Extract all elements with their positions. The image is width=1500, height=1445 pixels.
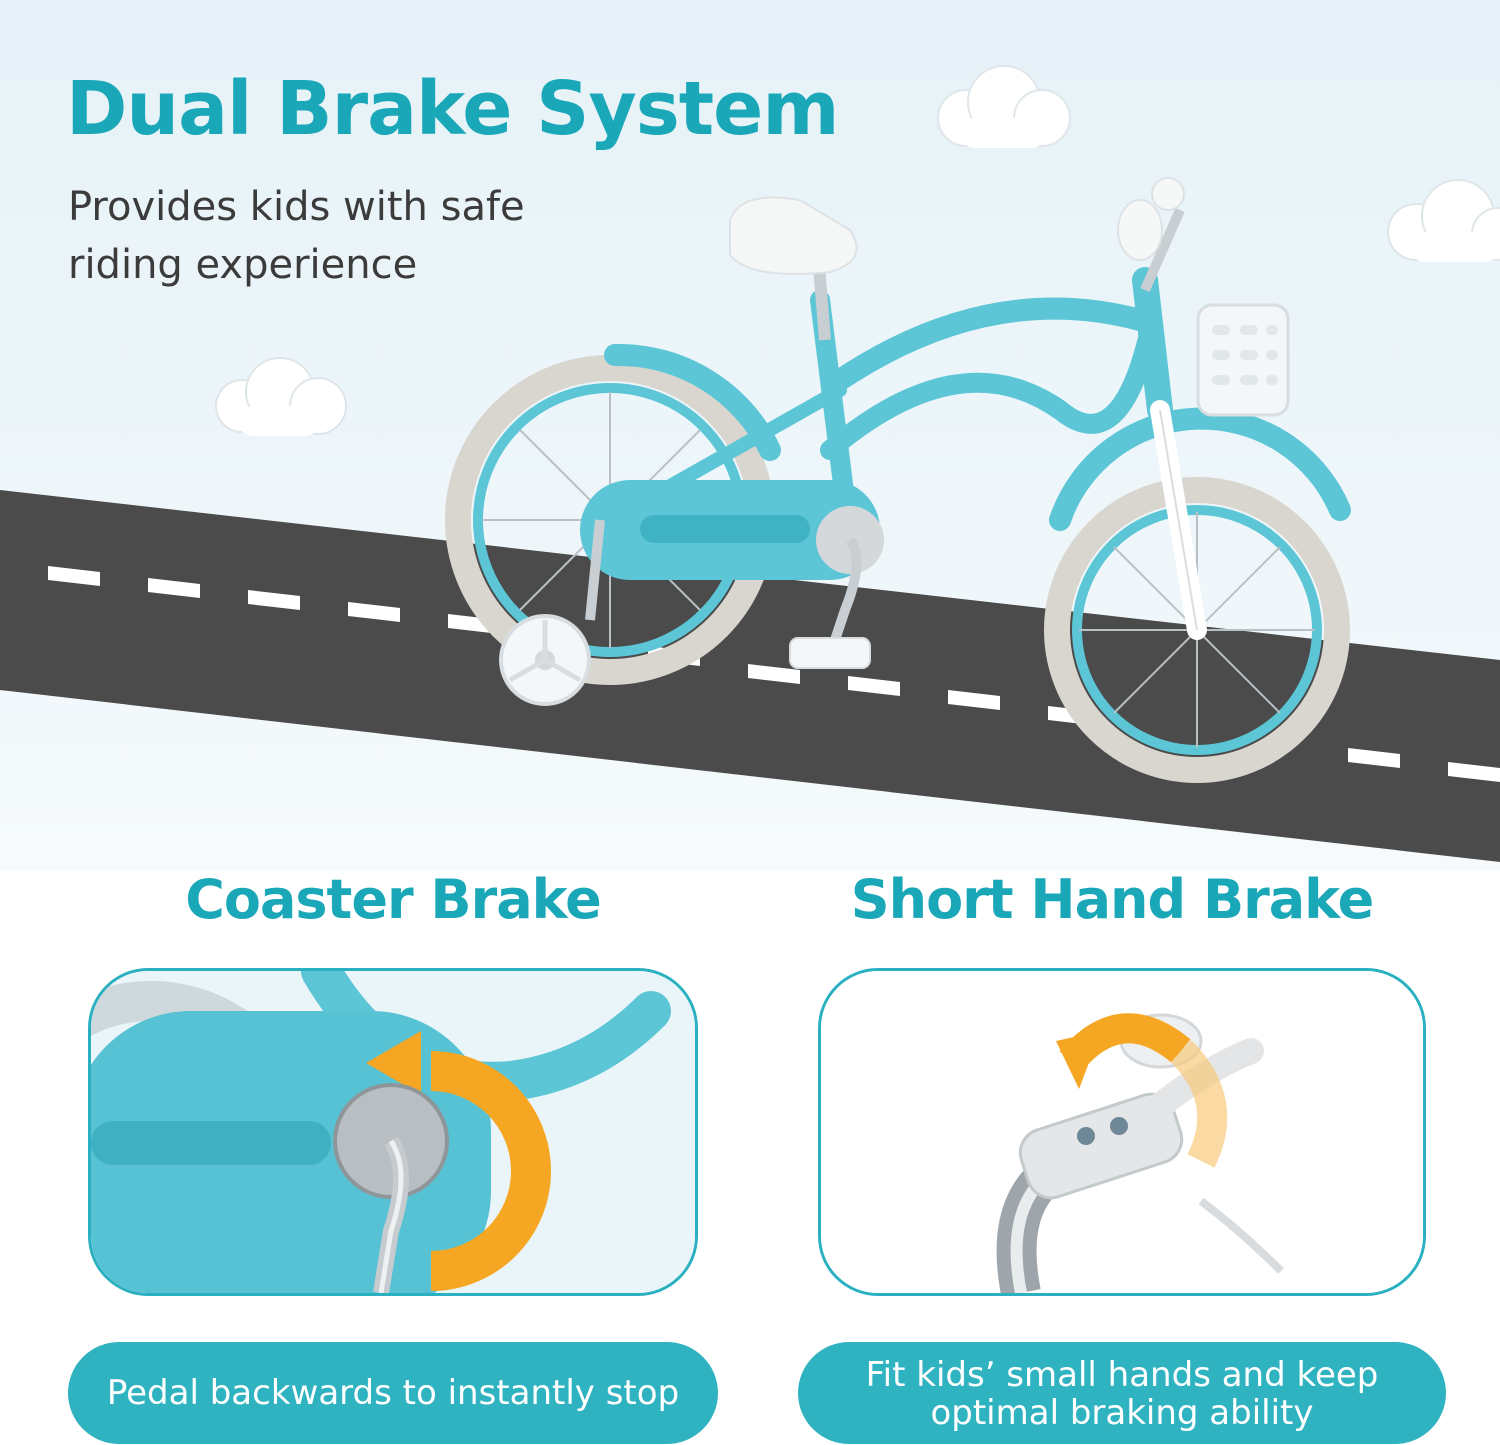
rotation-arrow-icon [431,1051,551,1291]
coaster-brake-caption: Pedal backwards to instantly stop [68,1342,718,1444]
hand-brake-image [818,968,1426,1296]
subtitle-line: riding experience [68,242,418,288]
page-title: Dual Brake System [66,66,839,152]
cloud-icon [937,65,1071,148]
page-subtitle: Provides kids with safe riding experienc… [68,178,588,294]
caption-line: Pedal backwards to instantly stop [106,1373,680,1413]
subtitle-line: Provides kids with safe [68,184,525,230]
hand-brake-caption: Fit kids’ small hands and keep optimal b… [798,1342,1446,1444]
coaster-brake-closeup [91,971,695,1293]
hand-brake-heading: Short Hand Brake [850,868,1375,931]
coaster-brake-heading: Coaster Brake [185,868,602,931]
cloud-icon [215,357,347,436]
caption-line: Fit kids’ small hands and keep [865,1355,1379,1395]
coaster-brake-image [88,968,698,1296]
cloud-icon [1387,179,1500,262]
bike-illustration [445,177,1351,783]
hand-brake-closeup [821,971,1423,1293]
caption-line: optimal braking ability [930,1393,1314,1433]
